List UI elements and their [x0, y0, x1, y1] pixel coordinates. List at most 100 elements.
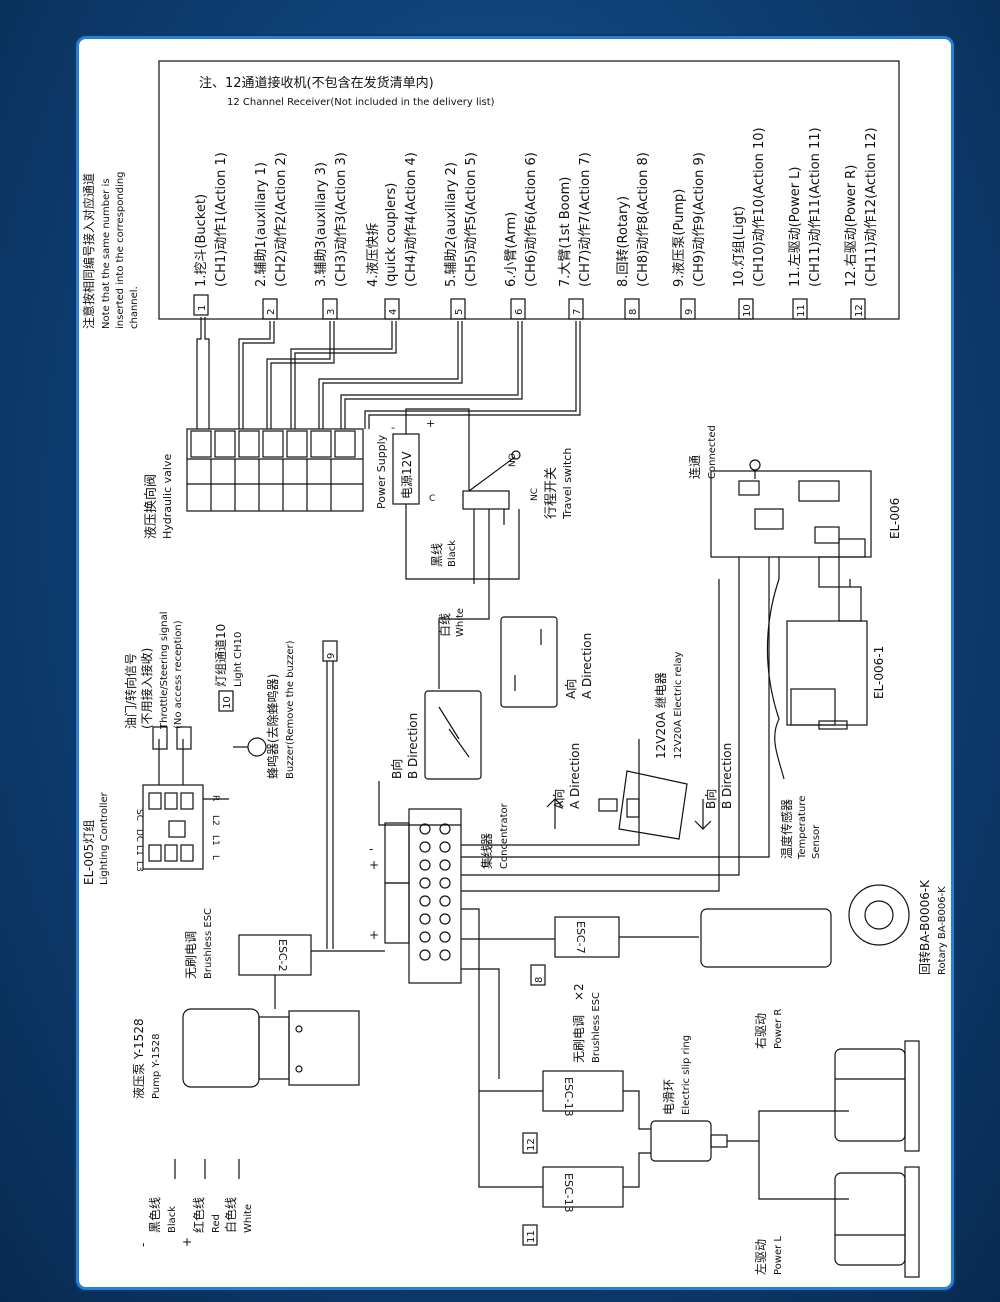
brushless-esc2-cn: 无刷电调 [572, 1015, 586, 1063]
concentrator-plus: + [369, 858, 379, 872]
white-wire-cn: 白线 [437, 613, 452, 637]
light-ch10-box [218, 690, 234, 712]
pin-l1: L1 [134, 845, 144, 856]
relay-b-cn: B向 [703, 789, 718, 809]
brushless-esc2-en: Brushless ESC [591, 992, 602, 1063]
pump-signal-wire [326, 661, 334, 949]
light-group-cn: 灯组通道10 [214, 624, 228, 687]
channel-9-en: (CH9)动作9(Action 9) [692, 152, 707, 287]
pump-ch9-box [322, 640, 338, 662]
pump-ch9-number: 9 [326, 653, 337, 659]
ch-num-8: 8 [628, 309, 639, 315]
ch-num-1: 1 [197, 305, 208, 311]
concentrator-minus: - [369, 842, 373, 856]
hydraulic-valve [186, 428, 364, 512]
relay-a-cn: A向 [551, 789, 566, 809]
channel-8-cn: 8.回转(Rotary) [616, 196, 631, 287]
legend-black-cn: 黑色线 [148, 1197, 162, 1233]
esc-13-upper-box [542, 1070, 624, 1112]
lighting-controller [142, 726, 229, 870]
switch-nc-label: NC [530, 488, 540, 501]
legend-red-sign: + [180, 1237, 194, 1247]
channel-labels: 1.挖斗(Bucket) (CH1)动作1(Action 1) 2.辅助1(au… [194, 127, 879, 287]
rotary-en: Rotary BA-B006-K [937, 886, 948, 975]
hydraulic-valve-cn: 液压换向阀 [143, 474, 159, 539]
diagram-panel: 注、12通道接收机(不包含在发货清单内) 12 Channel Receiver… [76, 36, 954, 1290]
temp-sensor-wire [766, 578, 785, 780]
temp-sensor-en1: Temperature [797, 796, 808, 860]
power-r-cn: 右驱动 [753, 1013, 768, 1049]
legend-white-cn: 白色线 [223, 1197, 238, 1233]
a-direction-box [500, 616, 558, 708]
ch-num-6: 6 [514, 309, 525, 315]
pin-l: L [210, 855, 220, 860]
channel-8-en: (CH8)动作8(Action 8) [636, 152, 651, 287]
throttle-cn2: (不用接入接收) [139, 648, 154, 729]
legend-black-en: Black [167, 1206, 178, 1233]
temp-sensor-cn: 温度传感器 [779, 799, 794, 859]
concentrator-cn: 集线器 [479, 833, 494, 869]
travel-switch-en: Travel switch [561, 448, 574, 520]
rotary-motor [700, 884, 910, 968]
ch12-number: 12 [526, 1138, 537, 1151]
lighting-controller-cn: EL-005灯组 [82, 820, 96, 885]
legend-black-sign: - [136, 1243, 150, 1247]
channel-5-en: (CH5)动作5(Action 5) [464, 152, 479, 287]
brushless-esc-en: Brushless ESC [203, 908, 214, 979]
esc-13-upper-label: ESC-13 [562, 1077, 575, 1117]
channel-2-cn: 2.辅助1(auxiliary 1) [254, 162, 269, 287]
left-note-en2: inserted into the corresponding [115, 171, 126, 329]
wire-power-switch [405, 408, 470, 491]
el-006-board [710, 459, 872, 588]
rotary-ch8-box [530, 964, 546, 986]
ch-num-12: 12 [854, 304, 865, 317]
esc-2-label: ESC-2 [276, 939, 289, 972]
power-l-en: Power L [773, 1236, 784, 1275]
left-note: 注意按相同编号接入对应通道 Note that the same number … [81, 171, 140, 329]
brushless-esc-cn: 无刷电调 [184, 931, 198, 979]
channel-3-en: (CH3)动作3(Action 3) [334, 152, 349, 287]
relay-en: 12V20A Electric relay [673, 652, 684, 759]
white-wire-en: White [455, 608, 466, 637]
esc7-wires [461, 936, 699, 940]
relay-cn: 12V20A 继电器 [654, 672, 668, 759]
channel-1-cn: 1.挖斗(Bucket) [194, 194, 209, 287]
channel-6-en: (CH6)动作6(Action 6) [524, 152, 539, 287]
slip-ring [623, 1090, 849, 1200]
el-006-label: EL-006 [888, 498, 902, 539]
pump-cn: 液压泵 Y-1528 [131, 1018, 146, 1099]
legend-red-en: Red [211, 1214, 222, 1233]
channel-number-text: 1 2 3 4 5 6 7 8 9 10 11 12 [197, 304, 865, 317]
legend-red-cn: 红色线 [191, 1197, 206, 1233]
channel-4-en: (CH4)动作4(Action 4) [404, 152, 419, 287]
el-006-1-label: EL-006-1 [872, 646, 886, 699]
throttle-en2: (No access reception) [173, 620, 184, 729]
pin-l1b: L1 [210, 835, 220, 846]
pump-en: Pump Y-1528 [151, 1034, 162, 1099]
pin-l2b: L2 [210, 815, 220, 826]
connected-en: Connected [707, 425, 718, 479]
light-ch10-number: 10 [222, 696, 233, 709]
channel-1-en: (CH1)动作1(Action 1) [214, 152, 229, 287]
relay-b-en: B Direction [720, 743, 734, 809]
ch-num-2: 2 [266, 309, 277, 315]
buzzer-cn: 蜂鸣器(去除蜂鸣器) [265, 674, 280, 779]
hydraulic-valve-en: Hydraulic valve [161, 454, 174, 539]
receiver-box [158, 60, 900, 320]
pin-dc: DC [134, 829, 144, 842]
switch-no-label: NO [508, 453, 518, 467]
connected-cn: 连通 [687, 455, 702, 479]
esc-2-box [238, 934, 312, 976]
switch-c-label: C [429, 494, 435, 504]
channel-10-en: (CH10)动作10(Action 10) [752, 127, 767, 287]
ch-num-5: 5 [454, 309, 465, 315]
lighting-controller-en: Lighting Controller [99, 791, 110, 885]
brushless-esc2-x2: ×2 [572, 983, 586, 1001]
left-note-en3: channel. [129, 286, 140, 329]
b-arrow [694, 799, 712, 830]
ch-num-11: 11 [796, 304, 807, 317]
esc-13-lower-label: ESC-13 [562, 1173, 575, 1213]
power-l-cn: 左驱动 [753, 1239, 768, 1275]
pin-l3: L3 [134, 861, 144, 872]
channel-2-en: (CH2)动作2(Action 2) [274, 152, 289, 287]
